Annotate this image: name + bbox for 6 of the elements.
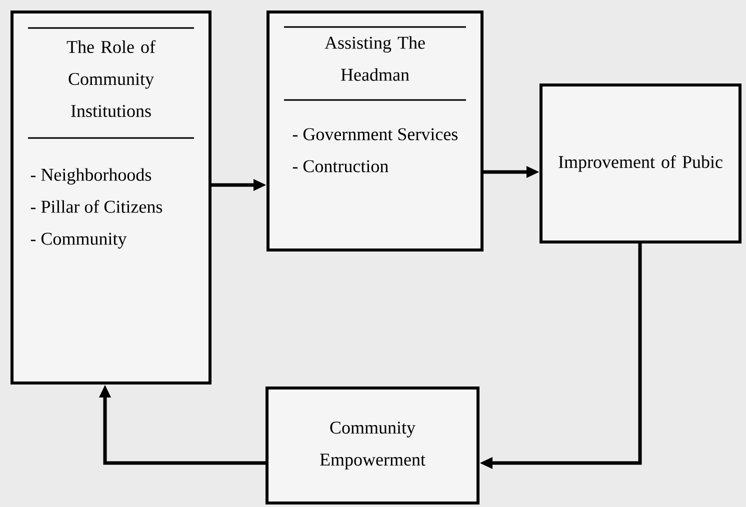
box-heading: The Role of Community Institutions [66,40,156,118]
box-text: Improvement of Pubic [558,155,722,172]
bullet-list: - Neighborhoods - Pillar of Citizens - Community [30,168,162,249]
bullet-list: - Government Services - Contruction [292,128,458,172]
box-text: Community Empowerment [320,422,426,470]
box-heading: Assisting The Headman [324,36,425,81]
